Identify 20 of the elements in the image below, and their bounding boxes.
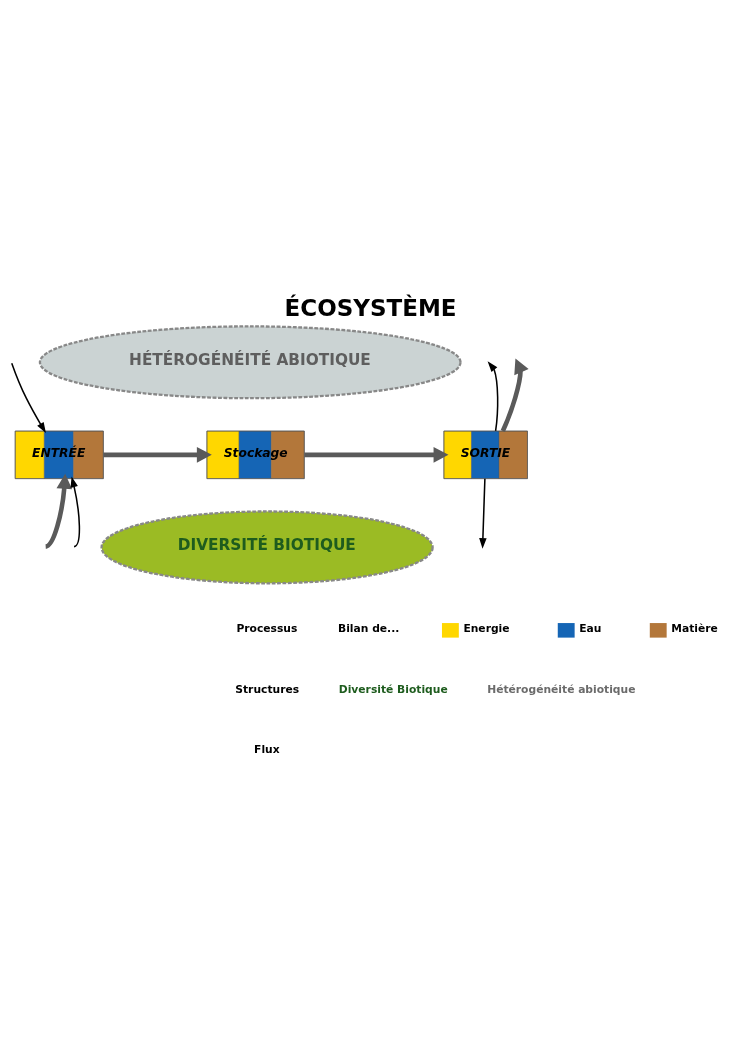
arrow — [44, 473, 73, 549]
legend-label: Energie — [463, 621, 510, 635]
legend-label: Hétérogénéité abiotique — [487, 682, 636, 696]
arrow — [479, 477, 487, 549]
legend-label: Matière — [671, 621, 718, 635]
arrow — [103, 446, 212, 463]
label: Processus — [236, 621, 298, 635]
label: Bilan de... — [338, 621, 400, 635]
node-ellipse: DIVERSITÉ BIOTIQUE — [100, 509, 434, 584]
arrow — [487, 360, 499, 432]
arrow — [11, 361, 46, 433]
node-ellipse: HÉTÉROGÉNÉITÉ ABIOTIQUE — [38, 324, 462, 399]
label: Flux — [254, 742, 280, 756]
arrow — [500, 358, 529, 432]
legend-label: Eau — [579, 621, 602, 635]
arrow — [70, 476, 81, 547]
diagram-title: ÉCOSYSTÈME — [284, 294, 457, 321]
arrow — [304, 446, 449, 463]
legend-label: Diversité Biotique — [338, 682, 448, 696]
label: Structures — [235, 682, 300, 696]
